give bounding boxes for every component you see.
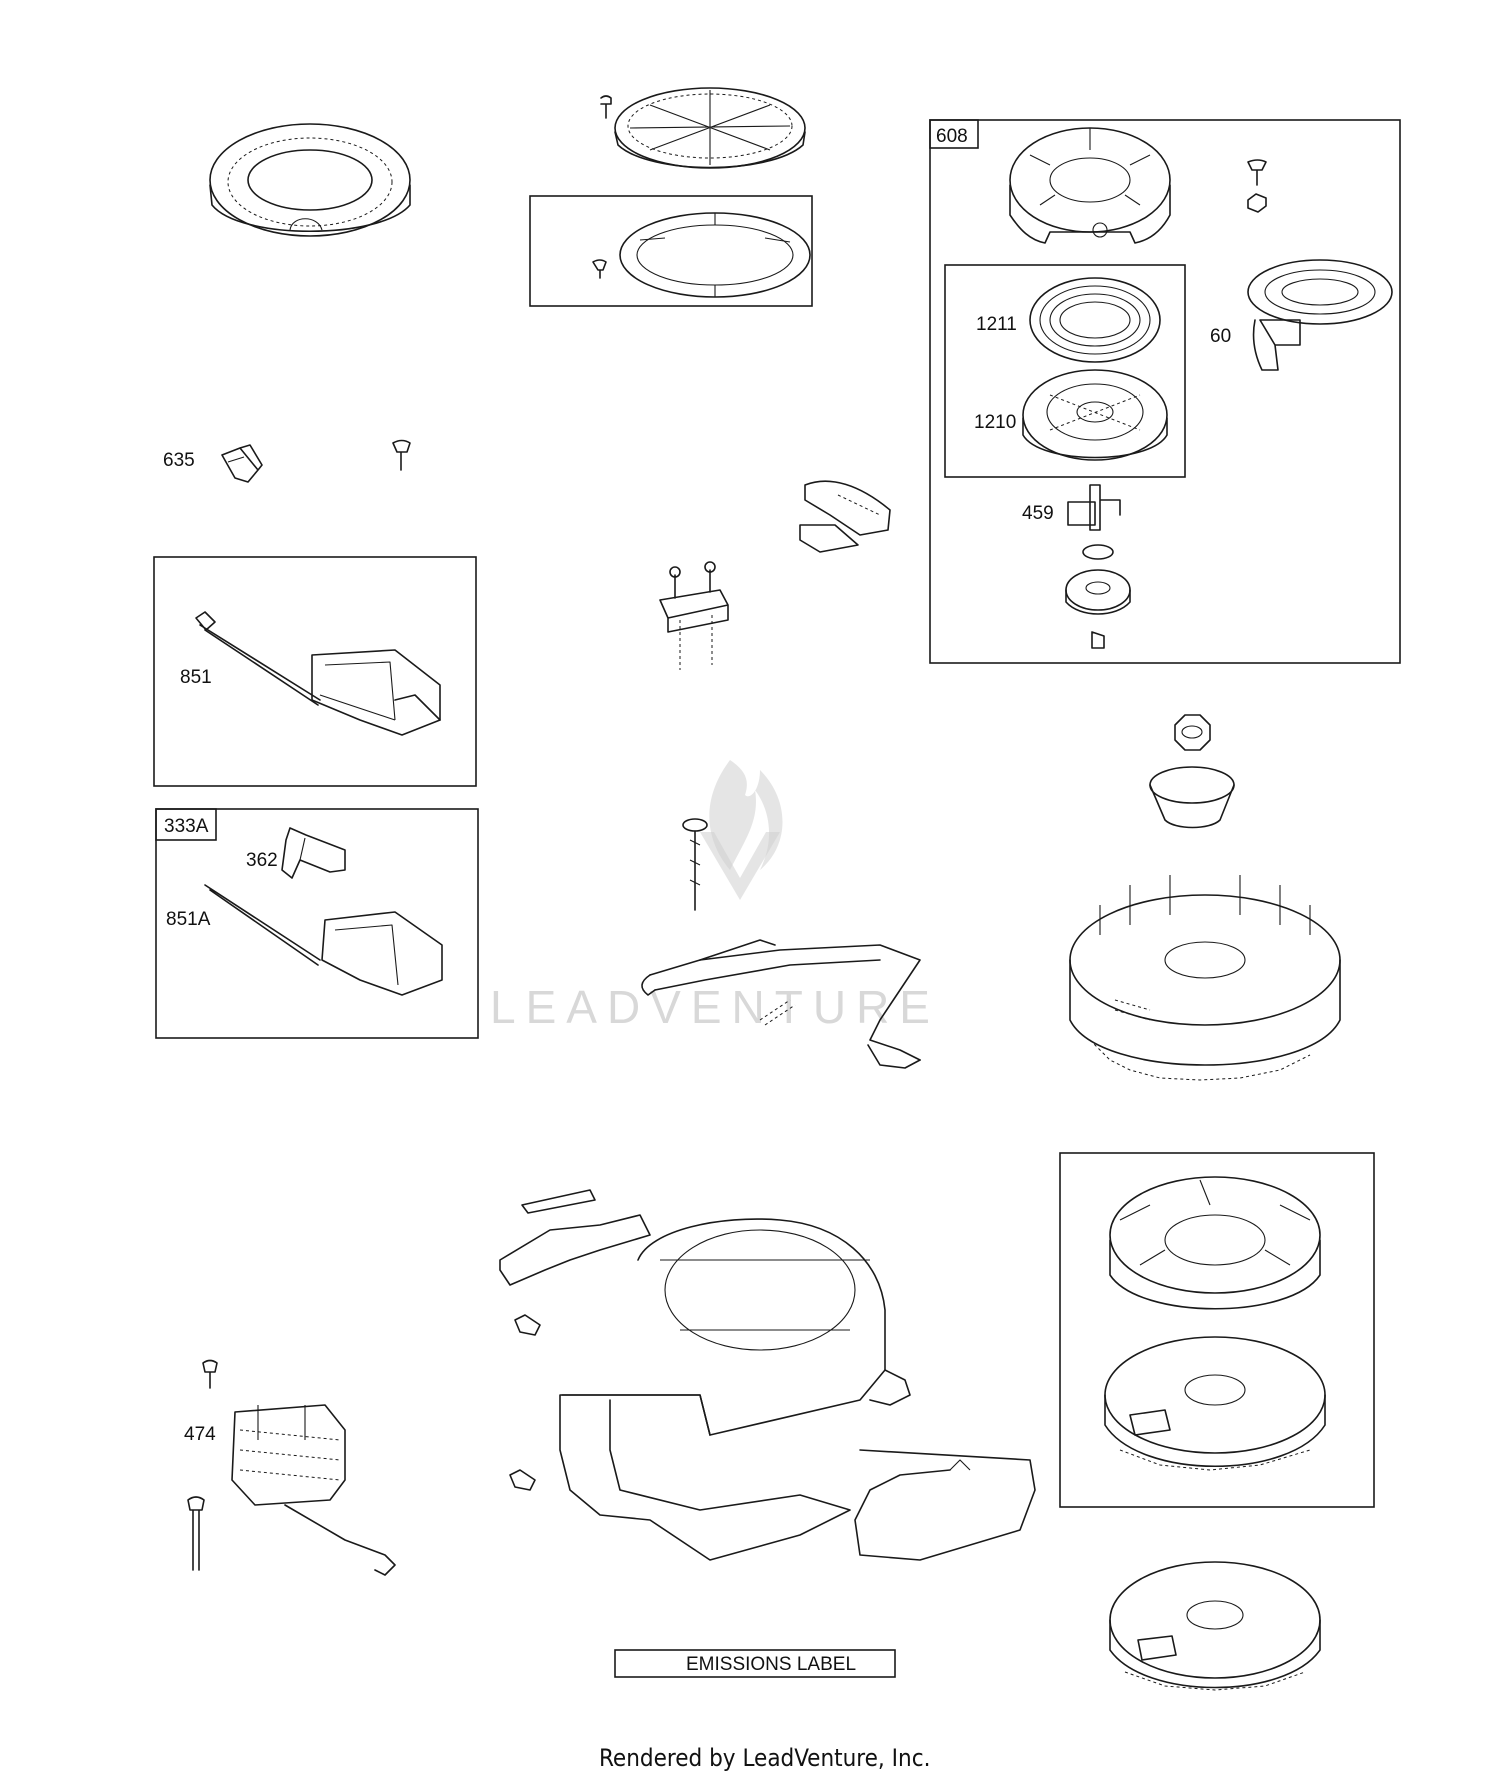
- rewind-starter-box: [929, 119, 1401, 664]
- armature-box-333A: [155, 808, 479, 1039]
- screen-kit-box: [529, 195, 813, 307]
- recoil-spring: [1029, 277, 1161, 363]
- label-362: 362: [246, 850, 278, 871]
- starter-rope-handle: [1247, 259, 1393, 371]
- watermark-v-icon: [700, 832, 780, 900]
- label-459: 459: [1022, 503, 1054, 524]
- flywheel-box: [1059, 1152, 1375, 1508]
- label-333A: 333A: [164, 816, 209, 837]
- flywheel-alt: [1109, 1561, 1321, 1691]
- armature-screw-top: [202, 1359, 218, 1389]
- flywheel-lower: [1104, 1336, 1326, 1471]
- starter-ratchet: [1065, 544, 1131, 649]
- label-608: 608: [936, 126, 968, 147]
- spark-plug-boot-362: [281, 827, 346, 879]
- starter-screw: [1247, 159, 1267, 213]
- flywheel-nut: [1174, 714, 1211, 751]
- spark-plug-boot: [221, 444, 263, 483]
- label-box-333A: [155, 808, 217, 841]
- watermark-flame-icon: [709, 760, 783, 870]
- starter-pulley: [1022, 369, 1168, 461]
- emissions-label-box: [614, 1649, 896, 1678]
- armature-bolt: [187, 1496, 205, 1571]
- blower-housing: [499, 1189, 911, 1561]
- watermark: LEADVENTURE: [490, 760, 940, 1033]
- label-1211: 1211: [976, 314, 1017, 335]
- footer-credit: Rendered by LeadVenture, Inc.: [599, 1744, 930, 1772]
- ignition-armature-474: [231, 1404, 396, 1576]
- emissions-label: EMISSIONS LABEL: [686, 1654, 856, 1675]
- governor-bracket: [659, 561, 729, 670]
- pulley-spring-box: [944, 264, 1186, 478]
- label-474: 474: [184, 1424, 216, 1445]
- small-screw: [392, 439, 411, 471]
- blower-housing-baffle: [854, 1449, 1036, 1561]
- blower-screen-ring: [209, 123, 411, 237]
- starter-housing: [1009, 127, 1171, 244]
- brake-handle: [799, 480, 891, 553]
- label-60: 60: [1210, 326, 1231, 347]
- armature-box-851: [153, 556, 477, 787]
- ignition-armature: [195, 611, 441, 736]
- rotating-screen: [600, 87, 806, 169]
- governor-linkage: [641, 818, 921, 1069]
- label-851A: 851A: [166, 909, 211, 930]
- watermark-text: LEADVENTURE: [490, 981, 940, 1033]
- flywheel-fan: [1109, 1176, 1321, 1310]
- flywheel-top: [1069, 875, 1341, 1081]
- label-1210: 1210: [974, 412, 1016, 433]
- starter-cup: [1149, 766, 1235, 829]
- starter-pawl: [1067, 484, 1121, 531]
- screen-mount-plate: [592, 212, 811, 298]
- label-box-608: [929, 119, 979, 149]
- label-635: 635: [163, 450, 195, 471]
- label-851: 851: [180, 667, 212, 688]
- ignition-armature-851A: [204, 884, 443, 996]
